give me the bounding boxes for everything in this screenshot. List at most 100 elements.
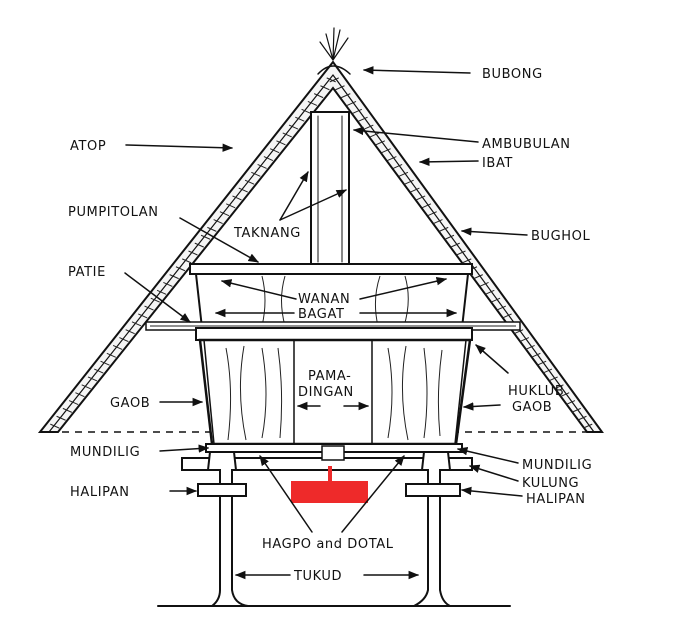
thatch-stroke (225, 203, 236, 209)
thatch-stroke (106, 352, 117, 358)
label-kulung: KULUNG (522, 476, 579, 491)
halipan-disc-left (197, 483, 247, 497)
thatch-stroke (163, 282, 173, 287)
thatch-stroke (364, 124, 374, 130)
thatch-stroke (381, 148, 391, 154)
thatch-stroke (410, 187, 420, 193)
thatch-stroke (156, 289, 167, 295)
thatch-stroke (456, 250, 466, 256)
thatch-stroke (62, 407, 73, 413)
thatch-stroke (56, 415, 66, 421)
thatch-stroke (398, 171, 409, 177)
thatch-stroke (485, 289, 495, 295)
thatch-stroke (392, 163, 403, 169)
thatch-stroke (335, 85, 345, 91)
thatch-stroke (519, 337, 530, 343)
thatch-stroke (404, 179, 414, 185)
thatch-stroke (369, 132, 380, 138)
thatch-stroke (444, 234, 455, 240)
upper-floor-beam (189, 263, 473, 275)
thatch-stroke (571, 407, 581, 413)
label-mundilig-right: MUNDILIG (522, 458, 592, 473)
center-block (321, 445, 345, 461)
arrows (124, 66, 528, 580)
thatch-stroke (263, 156, 274, 162)
thatch-stroke (188, 250, 198, 256)
label-huklub: HUKLUB (508, 384, 564, 399)
thatch-stroke (554, 384, 564, 390)
label-pama: PAMA- (308, 369, 351, 384)
thatch-stroke (150, 297, 161, 303)
thatch-stroke (329, 77, 339, 83)
thatch-stroke (542, 368, 553, 374)
thatch-stroke (513, 329, 524, 335)
taknang-post (310, 111, 350, 265)
gaob-walls (198, 338, 472, 446)
thatch-stroke (548, 376, 558, 382)
label-halipan-left: HALIPAN (70, 485, 130, 500)
thatch-stroke (94, 368, 104, 374)
thatch-stroke (462, 258, 472, 264)
thatch-stroke (490, 297, 501, 303)
thatch-stroke (194, 242, 204, 248)
label-bubong: BUBONG (482, 67, 543, 82)
thatch-stroke (536, 360, 547, 366)
thatch-stroke (244, 179, 255, 185)
label-ibat: IBAT (482, 156, 513, 171)
thatch-stroke (421, 203, 432, 209)
thatch-stroke (341, 93, 351, 99)
thatch-stroke (68, 400, 79, 405)
thatch-stroke (200, 234, 211, 240)
thatch-stroke (238, 187, 248, 193)
bubong-ridge (317, 27, 351, 75)
thatch-stroke (125, 329, 135, 335)
thatch-stroke (295, 116, 305, 122)
thatch-stroke (427, 211, 437, 217)
thatch-stroke (288, 124, 299, 130)
label-taknang: TAKNANG (233, 226, 301, 241)
label-huklub-gaob: GAOB (512, 400, 552, 415)
label-bagat: BAGAT (298, 307, 344, 322)
thatch-stroke (232, 195, 242, 201)
thatch-hatching (50, 77, 593, 429)
thatch-stroke (251, 171, 261, 177)
thatch-stroke (433, 219, 443, 224)
thatch-stroke (525, 344, 535, 350)
thatch-stroke (138, 313, 148, 319)
thatch-stroke (307, 101, 318, 106)
thatch-roof (37, 60, 604, 433)
thatch-stroke (473, 274, 483, 280)
thatch-stroke (583, 423, 593, 429)
thatch-stroke (169, 274, 179, 280)
thatch-stroke (375, 140, 386, 146)
thatch-stroke (450, 242, 460, 248)
thatch-stroke (175, 266, 186, 272)
thatch-stroke (119, 337, 129, 343)
label-pumpitolan: PUMPITOLAN (68, 205, 159, 220)
thatch-stroke (276, 140, 286, 146)
label-gaob: GAOB (110, 396, 150, 411)
thatch-stroke (282, 132, 292, 138)
label-patie: PATIE (68, 265, 106, 280)
highlight-box (291, 481, 368, 503)
label-tukud: TUKUD (293, 569, 342, 584)
label-wanan: WANAN (298, 292, 350, 307)
thatch-stroke (182, 258, 192, 264)
main-beam (195, 327, 473, 341)
thatch-stroke (439, 226, 449, 232)
halipan-disc-right (405, 483, 461, 497)
thatch-stroke (320, 85, 330, 91)
thatch-stroke (352, 108, 363, 114)
thatch-stroke (112, 344, 123, 350)
thatch-stroke (346, 101, 357, 106)
label-dingan: DINGAN (298, 385, 354, 400)
label-halipan-right: HALIPAN (526, 492, 586, 507)
thatch-stroke (313, 93, 324, 99)
thatch-stroke (87, 376, 98, 382)
thatch-stroke (213, 219, 223, 224)
thatch-stroke (577, 415, 587, 421)
thatch-stroke (207, 226, 217, 232)
thatch-stroke (75, 392, 85, 398)
label-hagpo-dotal: HAGPO and DOTAL (262, 537, 394, 552)
